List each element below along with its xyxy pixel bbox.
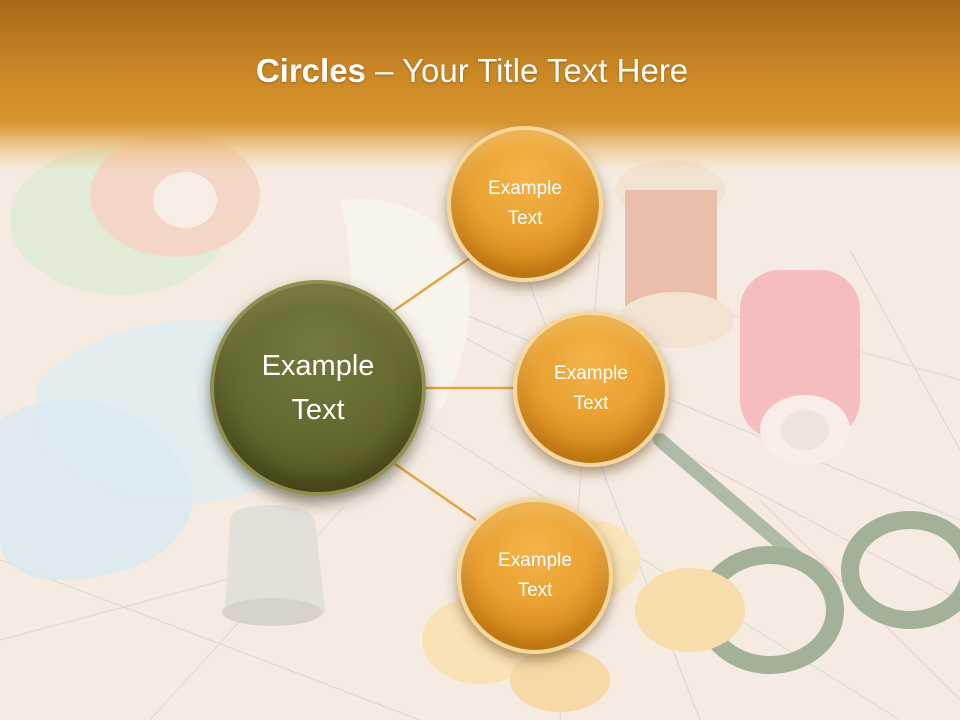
center-circle[interactable]: Example Text bbox=[210, 280, 426, 496]
outer-circle-middle-line1: Example bbox=[554, 363, 628, 384]
outer-circle-middle-line2: Text bbox=[573, 393, 609, 414]
center-circle-line1: Example bbox=[261, 350, 375, 382]
outer-circle-top[interactable]: Example Text bbox=[447, 126, 603, 282]
outer-circle-middle[interactable]: Example Text bbox=[513, 311, 669, 467]
outer-circle-bottom-line1: Example bbox=[498, 550, 572, 571]
title-regular-part: – Your Title Text Here bbox=[365, 52, 689, 89]
outer-circle-top-line2: Text bbox=[507, 208, 543, 229]
connector-line-top bbox=[391, 256, 471, 314]
connector-line-bottom bbox=[394, 462, 477, 522]
center-circle-line2: Text bbox=[291, 394, 345, 426]
outer-circle-bottom[interactable]: Example Text bbox=[457, 498, 613, 654]
slide-title[interactable]: Circles – Your Title Text Here bbox=[0, 52, 944, 90]
title-bold-part: Circles bbox=[255, 52, 366, 89]
outer-circle-top-line1: Example bbox=[488, 178, 562, 199]
outer-circle-bottom-line2: Text bbox=[517, 580, 553, 601]
